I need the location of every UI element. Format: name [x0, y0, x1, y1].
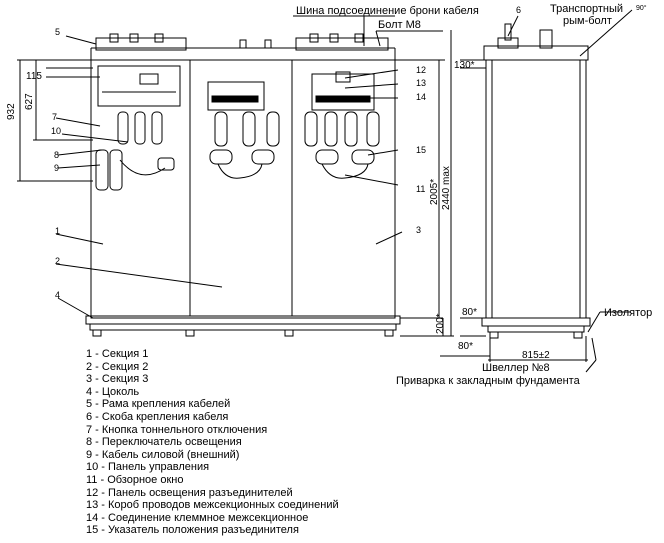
callout-13: 13 — [416, 78, 426, 88]
label-bolt: Болт М8 — [378, 19, 421, 31]
front-view — [17, 15, 519, 337]
legend-item-10: 10 - Панель управления — [86, 461, 210, 474]
cable-frame-right — [295, 37, 389, 51]
callout-5: 5 — [55, 27, 60, 37]
callout-15: 15 — [416, 145, 426, 155]
legend-item-9: 9 - Кабель силовой (внешний) — [86, 448, 240, 461]
label-bus: Шина подсоединение брони кабеля — [296, 5, 479, 17]
disconnectors — [117, 111, 380, 147]
legend: 1 - Секция 1 2 - Секция 2 3 - Секция 3 4… — [86, 348, 339, 537]
legend-item-13: 13 - Короб проводов межсекционных соедин… — [86, 499, 339, 512]
callout-7: 7 — [52, 112, 57, 122]
control-panel-3 — [311, 73, 375, 111]
legend-item-12: 12 - Панель освещения разъединителей — [86, 486, 293, 499]
side-plinth — [481, 317, 591, 327]
legend-item-6: 6 - Скоба крепления кабеля — [86, 410, 229, 423]
callout-9: 9 — [54, 163, 59, 173]
label-welding: Приварка к закладным фундамента — [396, 375, 581, 387]
callout-2: 2 — [55, 256, 60, 266]
dim-80b: 80* — [458, 341, 473, 352]
control-panel-2 — [207, 81, 265, 111]
label-transport-1: Транспортный — [550, 3, 623, 15]
callout-3: 3 — [416, 225, 421, 235]
callout-10: 10 — [51, 126, 61, 136]
legend-item-5: 5 - Рама крепления кабелей — [86, 398, 231, 411]
dim-2440: 2440 max — [441, 166, 452, 210]
callout-1: 1 — [55, 226, 60, 236]
legend-item-11: 11 - Обзорное окно — [86, 473, 184, 486]
label-channel: Швеллер №8 — [482, 362, 550, 374]
label-angle: 90° — [636, 4, 647, 12]
legend-item-7: 7 - Кнопка тоннельного отключения — [86, 423, 268, 436]
cabinet-outline — [90, 59, 396, 319]
callout-11: 11 — [416, 184, 425, 194]
dim-627: 627 — [24, 93, 35, 110]
callout-6: 6 — [516, 5, 521, 15]
dim-115: 115 — [26, 71, 42, 82]
callout-4: 4 — [55, 290, 60, 300]
legend-item-3: 3 - Секция 3 — [86, 373, 149, 386]
dim-815: 815±2 — [522, 350, 550, 361]
legend-item-1: 1 - Секция 1 — [86, 348, 149, 360]
callout-12: 12 — [416, 65, 426, 75]
legend-item-8: 8 - Переключатель освещения — [86, 436, 242, 449]
callout-8: 8 — [54, 150, 59, 160]
label-insulator: Изолятор — [604, 307, 652, 319]
label-transport-2: рым-болт — [563, 15, 612, 27]
side-view — [440, 9, 633, 373]
dim-130: 130* — [454, 60, 475, 71]
side-cabinet — [485, 59, 587, 319]
plinth — [85, 315, 401, 325]
legend-item-4: 4 - Цоколь — [86, 385, 140, 398]
dim-2005: 2005* — [429, 179, 440, 205]
legend-item-14: 14 - Соединение клеммное межсекционное — [86, 511, 309, 524]
control-panel-1 — [97, 65, 181, 107]
dim-80a: 80* — [462, 307, 477, 318]
dim-200: 200* — [435, 313, 446, 334]
legend-item-2: 2 - Секция 2 — [86, 360, 149, 373]
dim-932: 932 — [6, 103, 17, 120]
callout-14: 14 — [416, 92, 426, 102]
legend-item-15: 15 - Указатель положения разъединителя — [86, 524, 299, 537]
